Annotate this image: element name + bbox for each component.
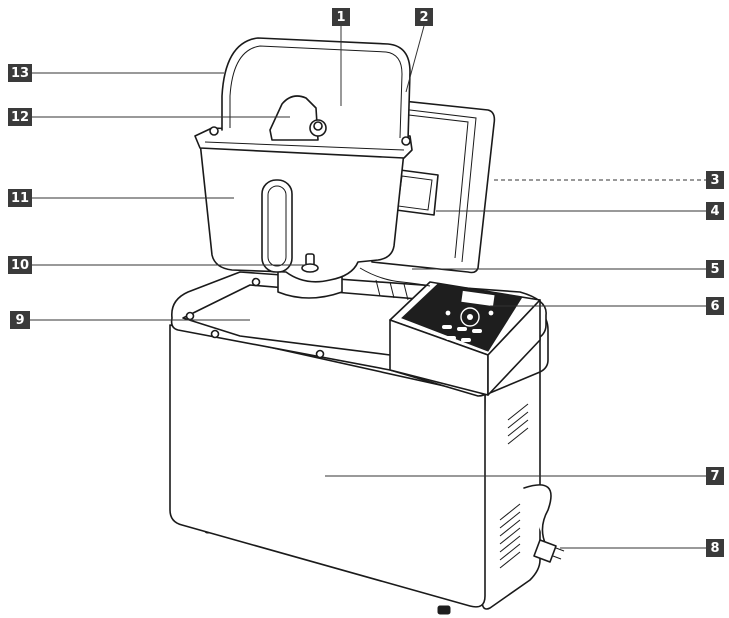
baking-pan bbox=[194, 37, 413, 299]
machine-body bbox=[169, 271, 565, 615]
callout-6: 6 bbox=[706, 297, 724, 315]
svg-text:4: 4 bbox=[710, 204, 719, 219]
svg-text:2: 2 bbox=[419, 10, 428, 25]
leader-2 bbox=[405, 25, 425, 93]
svg-text:9: 9 bbox=[15, 313, 24, 328]
svg-text:10: 10 bbox=[11, 258, 29, 273]
svg-text:1: 1 bbox=[336, 10, 345, 25]
svg-text:7: 7 bbox=[710, 469, 719, 484]
callout-7: 7 bbox=[706, 467, 724, 485]
callout-2: 2 bbox=[415, 8, 433, 26]
callout-9: 9 bbox=[10, 311, 30, 329]
callout-5: 5 bbox=[706, 260, 724, 278]
svg-text:3: 3 bbox=[710, 173, 719, 188]
callout-8: 8 bbox=[706, 539, 724, 557]
svg-text:13: 13 bbox=[11, 66, 29, 81]
callout-11: 11 bbox=[8, 189, 32, 207]
svg-text:6: 6 bbox=[710, 299, 719, 314]
svg-text:8: 8 bbox=[710, 541, 719, 556]
callout-3: 3 bbox=[706, 171, 724, 189]
callout-1: 1 bbox=[332, 8, 350, 26]
svg-text:11: 11 bbox=[11, 191, 29, 206]
callout-10: 10 bbox=[8, 256, 32, 274]
svg-text:12: 12 bbox=[11, 110, 29, 125]
callout-13: 13 bbox=[8, 64, 32, 82]
callout-12: 12 bbox=[8, 108, 32, 126]
callout-4: 4 bbox=[706, 202, 724, 220]
svg-text:5: 5 bbox=[710, 262, 719, 277]
leader-lines bbox=[30, 25, 706, 549]
